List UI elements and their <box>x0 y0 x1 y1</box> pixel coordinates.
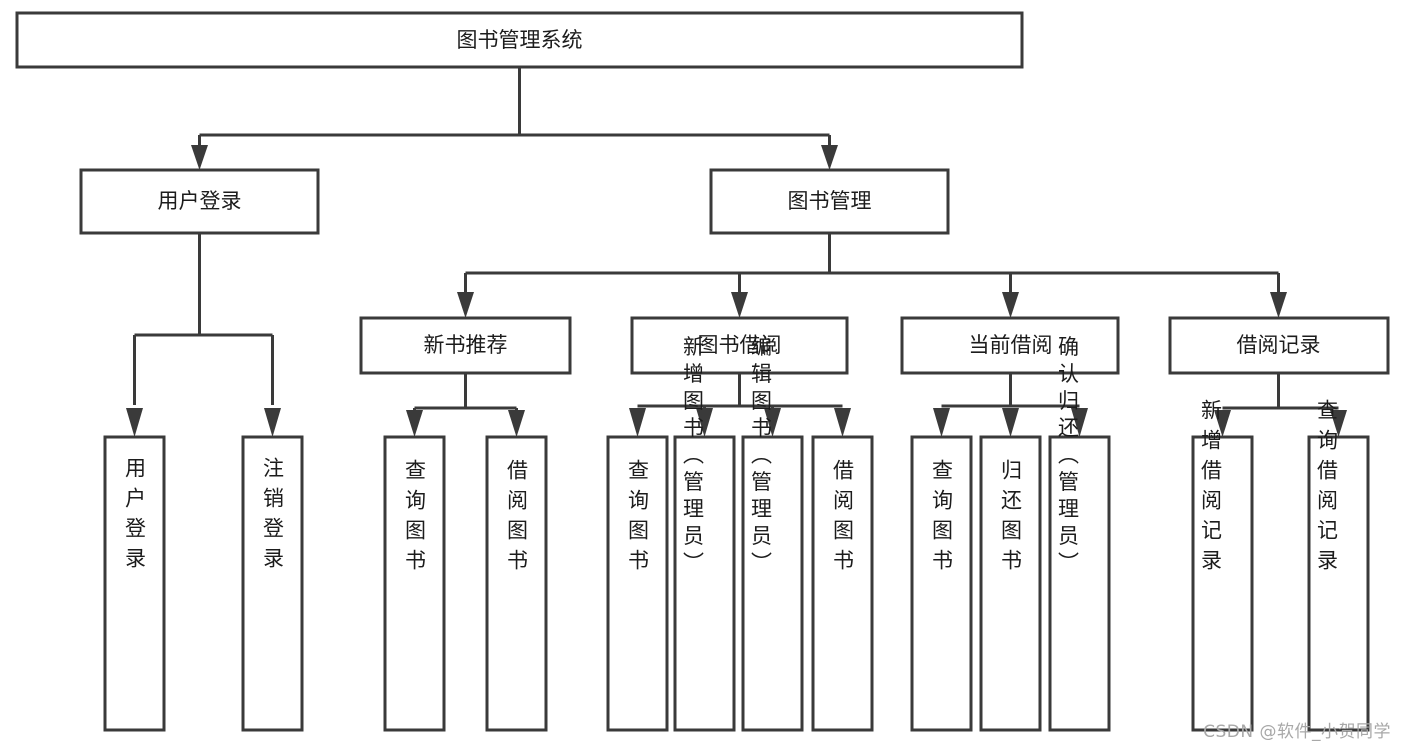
leaf-confirm-return-label: 确认归还（管理员） <box>1056 336 1080 579</box>
leaf-add-book-label: 新增图书（管理员） <box>681 336 705 579</box>
arrow-head-book-management <box>821 145 838 170</box>
arrow-head-leaf-return-book <box>1002 408 1019 437</box>
arrow-head-leaf-query-record <box>1330 410 1347 437</box>
node-borrow-record[interactable]: 借阅记录 <box>1168 316 1390 375</box>
leaf-borrow-book-1-box[interactable] <box>485 435 548 732</box>
arrow-head-leaf-query-book-2 <box>629 408 646 437</box>
leaf-add-record-label: 新增借阅记录 <box>1199 399 1223 579</box>
leaf-query-book-2-label: 查询图书 <box>626 459 650 579</box>
node-root[interactable]: 图书管理系统 <box>15 11 1024 69</box>
node-root-label: 图书管理系统 <box>457 28 583 52</box>
node-book-management[interactable]: 图书管理 <box>709 168 950 235</box>
arrow-head-leaf-add-book <box>696 408 713 437</box>
node-book-management-label: 图书管理 <box>788 189 872 213</box>
arrow-head-current-borrow <box>1002 292 1019 318</box>
leaf-user-logout-label: 注销登录 <box>261 457 285 577</box>
node-current-borrow-box[interactable] <box>900 316 1120 375</box>
arrow-head-leaf-query-book-3 <box>933 408 950 437</box>
node-user-login-box[interactable] <box>79 168 320 235</box>
arrow-head-leaf-add-record <box>1214 410 1231 437</box>
leaf-return-book-box[interactable] <box>979 435 1042 732</box>
leaf-layer <box>103 435 1370 732</box>
node-new-book-recommend[interactable]: 新书推荐 <box>359 316 572 375</box>
leaf-edit-book-label: 编辑图书（管理员） <box>749 336 773 579</box>
arrow-head-leaf-user-logout <box>264 408 281 437</box>
leaf-borrow-book-2-label: 借阅图书 <box>831 459 855 579</box>
arrow-head-new-book-recommend <box>457 292 474 318</box>
arrow-head-user-login <box>191 145 208 170</box>
node-book-borrow-label: 图书借阅 <box>698 333 782 357</box>
leaf-add-book-box[interactable] <box>673 435 736 732</box>
leaf-user-logout-box[interactable] <box>241 435 304 732</box>
arrow-head-leaf-user-login <box>126 408 143 437</box>
node-book-borrow-box[interactable] <box>630 316 849 375</box>
connector-layer <box>126 67 1347 437</box>
node-current-borrow-label: 当前借阅 <box>969 333 1053 357</box>
node-current-borrow[interactable]: 当前借阅 <box>900 316 1120 375</box>
node-new-book-recommend-box[interactable] <box>359 316 572 375</box>
leaf-edit-book-box[interactable] <box>741 435 804 732</box>
arrow-head-leaf-confirm-return <box>1071 408 1088 437</box>
node-user-login-label: 用户登录 <box>158 189 242 213</box>
leaf-query-record-box[interactable] <box>1307 435 1370 732</box>
watermark-text: CSDN @软件_小贺同学 <box>1203 722 1391 742</box>
leaf-query-book-3-box[interactable] <box>910 435 973 732</box>
node-new-book-recommend-label: 新书推荐 <box>424 333 508 357</box>
leaf-user-login-box[interactable] <box>103 435 166 732</box>
arrow-head-leaf-edit-book <box>764 408 781 437</box>
arrow-head-leaf-query-book-1 <box>406 410 423 437</box>
leaf-query-book-1-box[interactable] <box>383 435 446 732</box>
node-book-management-box[interactable] <box>709 168 950 235</box>
leaf-query-book-2-box[interactable] <box>606 435 669 732</box>
leaf-return-book-label: 归还图书 <box>999 459 1023 579</box>
arrow-head-borrow-record <box>1270 292 1287 318</box>
leaf-confirm-return-box[interactable] <box>1048 435 1111 732</box>
leaf-add-record-box[interactable] <box>1191 435 1254 732</box>
leaf-user-login-label: 用户登录 <box>123 457 147 577</box>
arrow-head-book-borrow <box>731 292 748 318</box>
node-book-borrow[interactable]: 图书借阅 <box>630 316 849 375</box>
leaf-label-layer: 用户登录 注销登录 查询图书 借阅图书 查询图书 新增图书（管理员） 编辑图书（… <box>123 336 1339 580</box>
leaf-query-record-label: 查询借阅记录 <box>1315 399 1339 579</box>
arrow-head-leaf-borrow-book-1 <box>508 410 525 437</box>
node-user-login[interactable]: 用户登录 <box>79 168 320 235</box>
leaf-borrow-book-2-box[interactable] <box>811 435 874 732</box>
leaf-query-book-3-label: 查询图书 <box>930 459 954 579</box>
leaf-borrow-book-1-label: 借阅图书 <box>505 459 529 579</box>
leaf-query-book-1-label: 查询图书 <box>403 459 427 579</box>
arrow-head-leaf-borrow-book-2 <box>834 408 851 437</box>
node-borrow-record-label: 借阅记录 <box>1237 333 1321 357</box>
node-borrow-record-box[interactable] <box>1168 316 1390 375</box>
node-root-box[interactable] <box>15 11 1024 69</box>
